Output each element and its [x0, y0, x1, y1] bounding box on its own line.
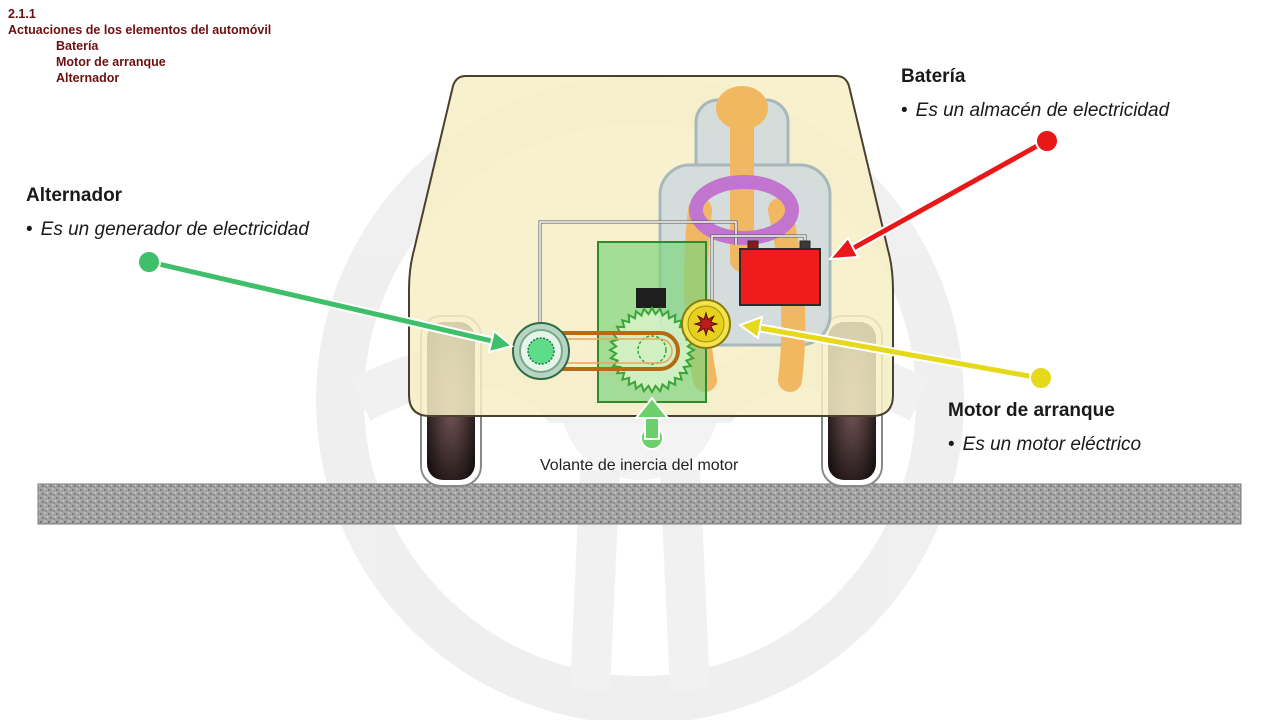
alternator — [512, 322, 570, 380]
flywheel-caption: Volante de inercia del motor — [540, 457, 739, 474]
alternador-description-text: Es un generador de electricidad — [40, 219, 309, 240]
bateria-description-text: Es un almacén de electricidad — [915, 100, 1170, 121]
section-number: 2.1.1 — [8, 7, 36, 21]
alternador-description: • Es un generador de electricidad — [26, 219, 309, 241]
bateria-title: Batería — [901, 66, 966, 87]
bateria-description: • Es un almacén de electricidad — [901, 100, 1169, 122]
breadcrumb: 2.1.1 Actuaciones de los elementos del a… — [8, 6, 271, 86]
toc-item-motor-arranque[interactable]: Motor de arranque — [56, 55, 166, 69]
motor-arranque-title: Motor de arranque — [948, 400, 1115, 421]
toc-item-alternador[interactable]: Alternador — [56, 71, 120, 85]
bullet: • — [948, 434, 955, 455]
section-title: Actuaciones de los elementos del automóv… — [8, 23, 272, 37]
battery-pointer-arrow — [827, 129, 1059, 261]
bullet: • — [901, 100, 908, 121]
alternador-title: Alternador — [26, 185, 123, 206]
ground — [37, 483, 1242, 525]
motor-arranque-description: • Es un motor eléctrico — [948, 434, 1141, 456]
toc-item-bateria[interactable]: Batería — [56, 39, 99, 53]
starter-motor — [681, 299, 731, 349]
motor-arranque-description-text: Es un motor eléctrico — [962, 434, 1142, 455]
battery — [739, 240, 821, 306]
starter-pointer-arrow — [737, 315, 1053, 390]
flywheel-arrow — [633, 396, 671, 450]
bullet: • — [26, 219, 33, 240]
alternator-pointer-arrow — [137, 250, 515, 354]
